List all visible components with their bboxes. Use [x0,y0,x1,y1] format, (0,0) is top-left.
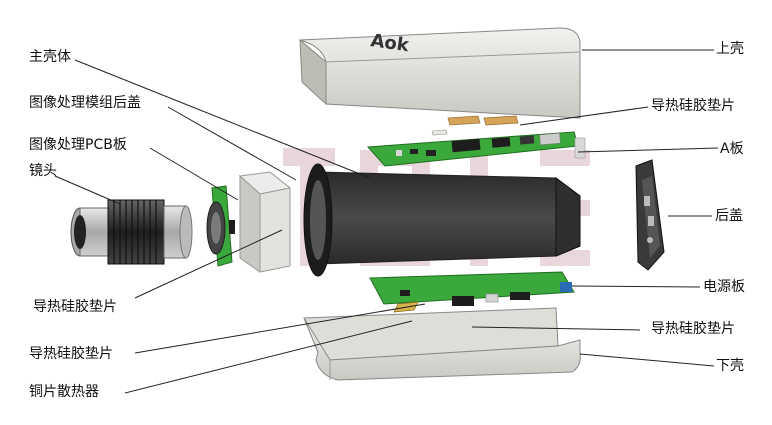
leader-pad-bottom-left [134,303,426,354]
label-thermal-pad-top: 导热硅胶垫片 [651,98,735,114]
label-thermal-pad-bottom-left: 导热硅胶垫片 [29,346,113,362]
leader-pad-left [134,229,283,299]
label-copper-heatsink: 铜片散热器 [29,384,99,400]
label-power-board: 电源板 [703,279,745,295]
label-top-shell: 上壳 [716,41,744,57]
leader-lines [54,49,719,394]
a-board-part [366,131,586,167]
label-bottom-shell: 下壳 [716,358,744,374]
label-a-board: A板 [720,141,744,157]
leader-a-board [577,147,719,153]
leader-lens [54,175,121,205]
label-lens: 镜头 [29,163,57,179]
top-shell-part: Aok [299,27,581,119]
rear-cover-part [635,159,665,271]
label-image-pcb-board: 图像处理PCB板 [29,137,127,153]
leader-main-shell [74,59,371,179]
image-pcb-board-part [206,185,235,267]
label-rear-cover: 后盖 [715,208,743,224]
label-main-shell: 主壳体 [29,49,71,65]
leader-pad-bottom-right [471,326,641,331]
leader-rear-module-cover [167,106,297,181]
label-thermal-pad-left: 导热硅胶垫片 [33,299,117,315]
bottom-shell-part [303,307,581,381]
leader-pad-top [519,106,649,126]
leader-power-board [571,285,701,288]
image-module-rear-cover-part [238,171,292,273]
top-thermal-pads [431,115,519,136]
leader-copper [124,320,413,394]
leader-bottom-shell [579,353,715,367]
lens-part [70,199,193,265]
label-image-module-rear-cover: 图像处理模组后盖 [29,95,141,111]
power-board-part [369,271,575,306]
leader-image-pcb [149,147,239,201]
label-thermal-pad-bottom-right: 导热硅胶垫片 [651,321,735,337]
main-shell-part [303,163,581,277]
